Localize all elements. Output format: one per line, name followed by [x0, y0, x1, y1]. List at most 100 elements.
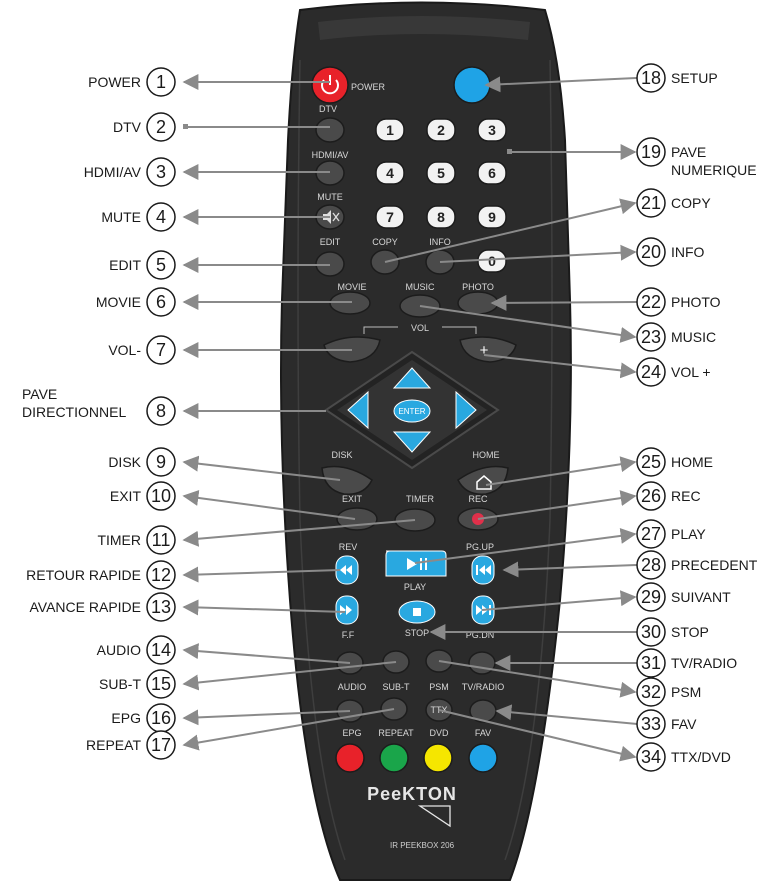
callout-number: 12 — [151, 565, 171, 585]
key-7-label: 7 — [386, 209, 394, 225]
callout-number: 17 — [151, 735, 171, 755]
dpad-down-button[interactable] — [392, 431, 432, 453]
callout-label: TV/RADIO — [671, 655, 737, 671]
callout-label: TTX/DVD — [671, 749, 731, 765]
red-button[interactable] — [335, 743, 365, 773]
tv-radio-label: TV/RADIO — [462, 682, 505, 692]
key-5-label: 5 — [437, 165, 445, 181]
callout-leader — [182, 566, 341, 583]
callout-leader — [419, 305, 637, 343]
ff-label: F.F — [342, 630, 355, 640]
callout-number: 22 — [641, 292, 661, 312]
callout-label: VOL + — [671, 364, 711, 380]
key-7-button[interactable] — [375, 205, 405, 229]
brand-logo: PeeKTON — [367, 784, 457, 804]
key-4-label: 4 — [386, 165, 394, 181]
callout-label: INFO — [671, 244, 705, 260]
dpad-up-button[interactable] — [392, 367, 432, 389]
callout-29: 29 SUIVANT — [481, 582, 731, 612]
callout-number-circle — [146, 481, 176, 511]
callout-number: 16 — [151, 708, 171, 728]
callout-leader — [439, 244, 637, 263]
dpad-left-button[interactable] — [347, 390, 369, 430]
callout-leader — [182, 455, 341, 481]
key-9-button[interactable] — [477, 205, 507, 229]
callout-leader — [384, 198, 637, 263]
callout-number-circle — [146, 202, 176, 232]
callout-number-circle — [146, 250, 176, 280]
callout-leader — [477, 490, 637, 520]
key-4-button[interactable] — [375, 161, 405, 185]
callout-label: PHOTO — [671, 294, 721, 310]
yellow-button[interactable] — [423, 743, 453, 773]
dpad-right-button[interactable] — [455, 390, 477, 430]
callout-leader — [438, 660, 637, 698]
key-6-button[interactable] — [477, 161, 507, 185]
music-label: MUSIC — [406, 282, 436, 292]
callout-number: 19 — [641, 142, 661, 162]
callout-leader — [502, 561, 638, 578]
key-2-button[interactable] — [426, 118, 456, 142]
key-8-button[interactable] — [426, 205, 456, 229]
callout-number: 34 — [641, 747, 661, 767]
key-5-button[interactable] — [426, 161, 456, 185]
callout-number: 32 — [641, 682, 661, 702]
callout-number-circle — [636, 322, 666, 352]
disk-label: DISK — [331, 450, 352, 460]
enter-button[interactable] — [393, 399, 431, 423]
callout-label: MOVIE — [96, 294, 141, 310]
play-label: PLAY — [404, 582, 426, 592]
callout-number: 23 — [641, 327, 661, 347]
callout-number: 29 — [641, 587, 661, 607]
callout-label: REPEAT — [86, 737, 141, 753]
callout-number-circle — [636, 582, 666, 612]
callout-label: SETUP — [671, 70, 718, 86]
callout-leader — [182, 643, 351, 664]
green-button[interactable] — [379, 743, 409, 773]
callouts-left: 1POWER2DTV3HDMI/AV4MUTE5EDIT6MOVIE7VOL-8… — [22, 67, 416, 760]
home-button[interactable] — [457, 465, 509, 495]
callout-label: STOP — [671, 624, 709, 640]
key-3-button[interactable] — [477, 118, 507, 142]
power-icon — [321, 75, 339, 95]
model-label: IR PEEKBOX 206 — [390, 841, 455, 850]
remote-control: POWERSETUPDTVHDMI/AVMUTE1234567890EDITCO… — [280, 1, 572, 881]
mute-label: MUTE — [317, 192, 343, 202]
callout-number: 14 — [151, 640, 171, 660]
callout-leader — [182, 599, 346, 616]
movie-label: MOVIE — [337, 282, 366, 292]
callout-number-circle — [636, 617, 666, 647]
callout-number: 18 — [641, 68, 661, 88]
callout-number: 25 — [641, 452, 661, 472]
callout-leader — [182, 708, 395, 751]
callout-number-circle — [636, 357, 666, 387]
dtv-button[interactable] — [315, 117, 345, 143]
key-1-label: 1 — [386, 122, 394, 138]
callout-number-circle — [636, 550, 666, 580]
pg-dn-label: PG.DN — [466, 630, 495, 640]
callout-number-circle — [636, 709, 666, 739]
callout-label: DISK — [108, 454, 141, 470]
callout-label: SUIVANT — [671, 589, 731, 605]
callout-label: PAVE — [22, 386, 57, 402]
callout-label: PRECEDENT — [671, 557, 758, 573]
timer-label: TIMER — [406, 494, 434, 504]
key-1-button[interactable] — [375, 118, 405, 142]
tv-radio-button[interactable] — [468, 651, 496, 675]
disk-button[interactable] — [321, 465, 373, 495]
callout-number-circle — [636, 481, 666, 511]
setup-button[interactable] — [453, 66, 491, 104]
blue-button[interactable] — [468, 743, 498, 773]
callout-label: REC — [671, 488, 701, 504]
callout-number: 8 — [156, 401, 166, 421]
